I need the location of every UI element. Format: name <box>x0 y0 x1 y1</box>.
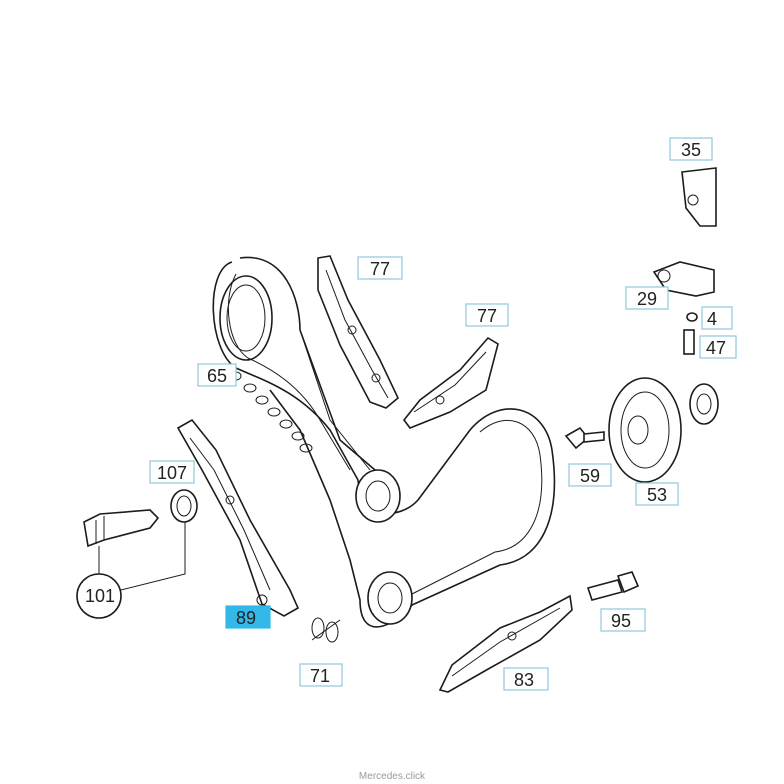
camshaft-sprocket <box>219 275 273 361</box>
callout-29[interactable]: 29 <box>625 286 669 310</box>
callout-83[interactable]: 83 <box>503 667 549 691</box>
callout-107[interactable]: 107 <box>149 460 195 484</box>
callout-35-text: 35 <box>681 140 701 160</box>
bolt-95 <box>586 571 640 601</box>
chain-tensioner-101 <box>76 509 186 619</box>
callout-77-upper-text: 77 <box>370 259 390 279</box>
pulley-53 <box>608 377 719 483</box>
callout-107-text: 107 <box>157 463 187 483</box>
callout-29-text: 29 <box>637 289 657 309</box>
guide-rail-83 <box>438 594 573 693</box>
callout-89[interactable]: 89 <box>225 605 271 629</box>
valve-part-4 <box>686 312 698 322</box>
callout-65[interactable]: 65 <box>197 363 237 387</box>
callout-4-text: 4 <box>707 309 717 329</box>
watermark: Mercedes.click <box>358 771 426 782</box>
callout-4[interactable]: 4 <box>701 306 733 330</box>
callout-83-text: 83 <box>514 670 534 690</box>
rocker-arm-35 <box>681 167 717 227</box>
callout-59-text: 59 <box>580 466 600 486</box>
callout-53-text: 53 <box>647 485 667 505</box>
guide-rail-77-lower <box>402 336 499 429</box>
callout-95-text: 95 <box>611 611 631 631</box>
callout-71[interactable]: 71 <box>299 663 343 687</box>
callout-95[interactable]: 95 <box>600 608 646 632</box>
callout-53[interactable]: 53 <box>635 482 679 506</box>
callout-35[interactable]: 35 <box>669 137 713 161</box>
chain-link-71 <box>311 617 341 643</box>
callout-89-text: 89 <box>236 608 256 628</box>
callout-47-text: 47 <box>706 338 726 358</box>
idler-sprocket-upper <box>355 469 401 523</box>
callout-47[interactable]: 47 <box>699 335 737 359</box>
callout-71-text: 71 <box>310 666 330 686</box>
callout-65-text: 65 <box>207 366 227 386</box>
callout-101-text: 101 <box>85 586 115 606</box>
callout-77-lower-text: 77 <box>477 306 497 326</box>
sealing-ring-107 <box>170 489 198 523</box>
callout-77-lower[interactable]: 77 <box>465 303 509 327</box>
callout-77-upper[interactable]: 77 <box>357 256 403 280</box>
tensioner-rail-89 <box>176 418 300 617</box>
idler-sprocket-lower <box>367 571 413 625</box>
bolt-59 <box>564 426 605 450</box>
guide-rail-77-upper <box>317 255 399 409</box>
callout-59[interactable]: 59 <box>568 463 612 487</box>
hydraulic-lifter-47 <box>683 329 695 355</box>
callout-101[interactable]: 101 <box>85 586 115 606</box>
